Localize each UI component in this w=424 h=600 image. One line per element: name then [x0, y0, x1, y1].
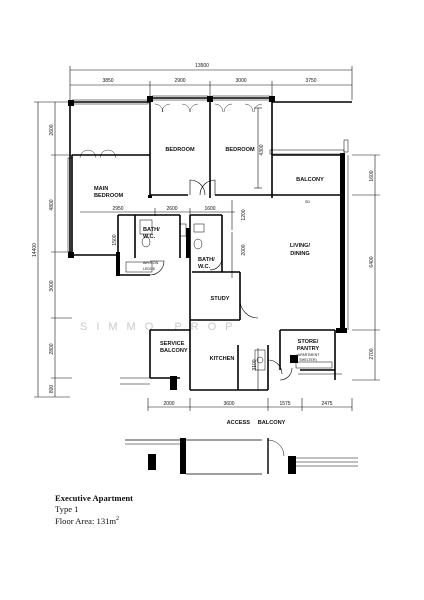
dim-inner-5: 1200	[241, 209, 247, 220]
label-bath-1-line1: BATH/	[143, 227, 160, 233]
dim-right-3: 2700	[369, 348, 375, 359]
label-small-tag: SD	[305, 200, 310, 204]
label-main-bedroom-line2: BEDROOM	[94, 193, 124, 199]
dim-inner-1: 4300	[259, 144, 265, 155]
dim-left-4: 2800	[49, 343, 55, 354]
dim-bottom-1: 2000	[163, 401, 174, 407]
watermark-text: SIMMO PROP	[80, 321, 242, 333]
label-bedroom-2: BEDROOM	[225, 147, 255, 153]
dimension-lines	[34, 66, 380, 411]
dim-top-4: 3750	[305, 78, 316, 84]
label-aircon-line1: AIR-CON	[143, 261, 159, 265]
label-service-line2: BALCONY	[160, 348, 188, 354]
label-bedroom-1: BEDROOM	[165, 147, 195, 153]
caption-area-text: Floor Area: 131m	[55, 515, 117, 526]
dim-left-2: 4800	[49, 199, 55, 210]
label-bath-2-line1: BATH/	[198, 257, 215, 263]
dim-bottom-3: 1575	[279, 401, 290, 407]
label-bath-1-line2: W.C.	[143, 234, 156, 240]
plan-caption: Executive Apartment Type 1 Floor Area: 1…	[55, 493, 255, 526]
dim-overall-width: 13500	[195, 63, 209, 69]
label-store-line3: (APARTMENT	[296, 353, 320, 357]
caption-area-sup: 2	[116, 516, 120, 522]
label-store-line4: SHELTER)	[299, 358, 317, 362]
label-kitchen: KITCHEN	[210, 356, 235, 362]
dim-left-1: 2600	[49, 124, 55, 135]
label-store-line1: STORE/	[298, 339, 319, 345]
dim-inner-3: 2600	[166, 206, 177, 212]
dim-left-5: 800	[49, 385, 55, 394]
label-aircon-line2: LEDGE	[143, 267, 156, 271]
caption-type: Type 1	[55, 503, 79, 514]
dim-right-2: 6400	[369, 256, 375, 267]
dim-top-3: 3000	[235, 78, 246, 84]
caption-title: Executive Apartment	[55, 493, 134, 503]
thick-walls	[68, 96, 347, 390]
dim-inner-6: 1500	[112, 234, 118, 245]
dim-inner-4: 1600	[204, 206, 215, 212]
fixtures	[125, 219, 333, 371]
label-access-balcony: ACCESS BALCONY	[227, 420, 286, 426]
dim-top-2: 2900	[174, 78, 185, 84]
windows	[67, 95, 349, 253]
label-service-line1: SERVICE	[160, 341, 185, 347]
label-store-line2: PANTRY	[297, 346, 320, 352]
label-main-bedroom-line1: MAIN	[94, 186, 108, 192]
dim-inner-7: 2000	[241, 244, 247, 255]
label-study: STUDY	[211, 296, 230, 302]
room-labels: BEDROOM BEDROOM MAIN BEDROOM BALCONY SD …	[94, 147, 324, 426]
dim-overall-depth: 14400	[32, 243, 38, 257]
label-living-line1: LIVING/	[290, 243, 311, 249]
access-balcony-section	[125, 438, 358, 475]
window-casements	[79, 103, 263, 159]
dim-left-3: 3000	[49, 280, 55, 291]
dimension-labels: 13500 3850 2900 3000 3750 14400 2600 480…	[32, 63, 375, 407]
dim-top-1: 3850	[102, 78, 113, 84]
label-balcony: BALCONY	[296, 177, 324, 183]
label-living-line2: DINING	[290, 251, 310, 257]
watermark: SIMMO PROP	[80, 321, 242, 333]
label-bath-2-line2: W.C.	[198, 264, 211, 270]
dim-bottom-4: 2475	[321, 401, 332, 407]
balcony-railings	[120, 155, 349, 385]
dim-right-1: 1600	[369, 170, 375, 181]
dim-inner-2: 2950	[112, 206, 123, 212]
dim-bottom-2: 3600	[223, 401, 234, 407]
doors	[149, 179, 293, 381]
caption-floor-area: Floor Area: 131m2	[55, 514, 255, 526]
